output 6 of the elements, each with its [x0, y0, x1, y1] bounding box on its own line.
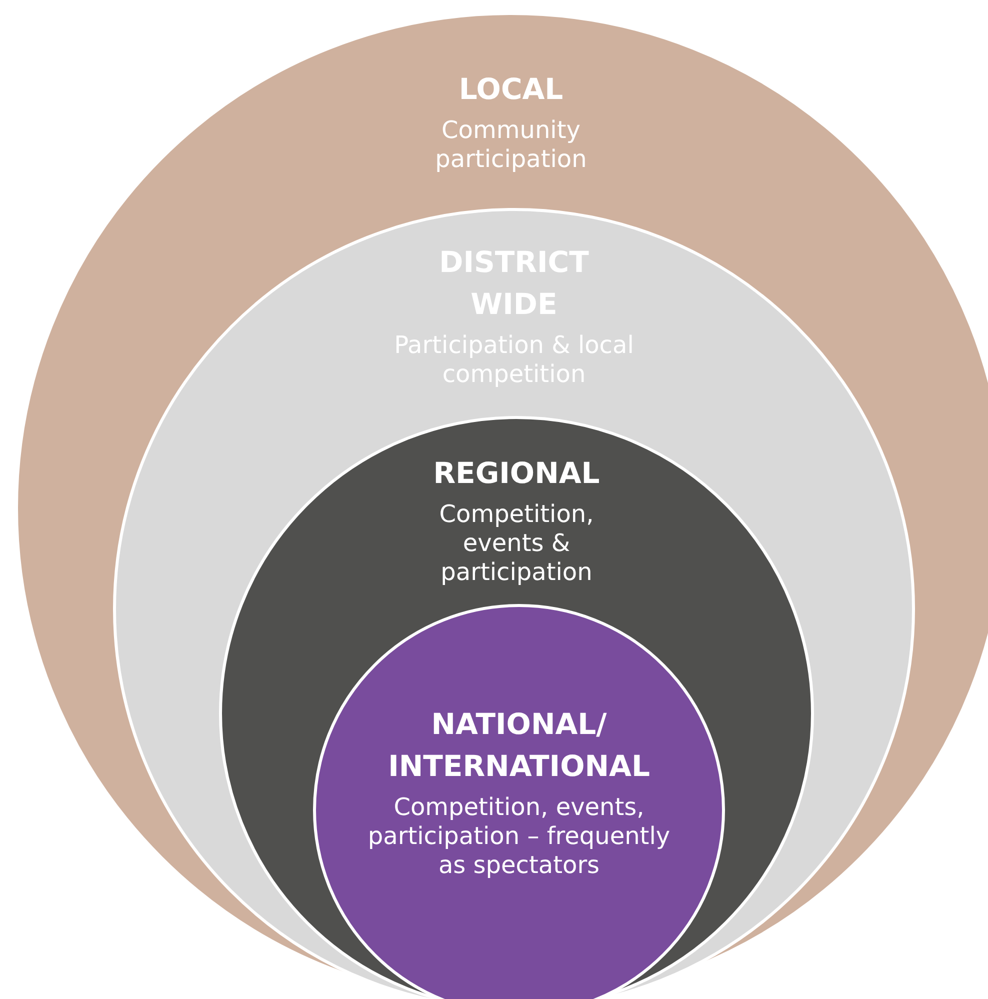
level-description: Community participation — [434, 116, 588, 174]
level-heading: LOCAL — [458, 71, 564, 108]
level-heading: NATIONAL/ INTERNATIONAL — [387, 706, 651, 785]
level-description: Competition, events & participation — [438, 500, 595, 587]
level-description: Competition, events, participation – frequently as spectators — [366, 793, 672, 880]
level-heading: REGIONAL — [432, 455, 601, 492]
